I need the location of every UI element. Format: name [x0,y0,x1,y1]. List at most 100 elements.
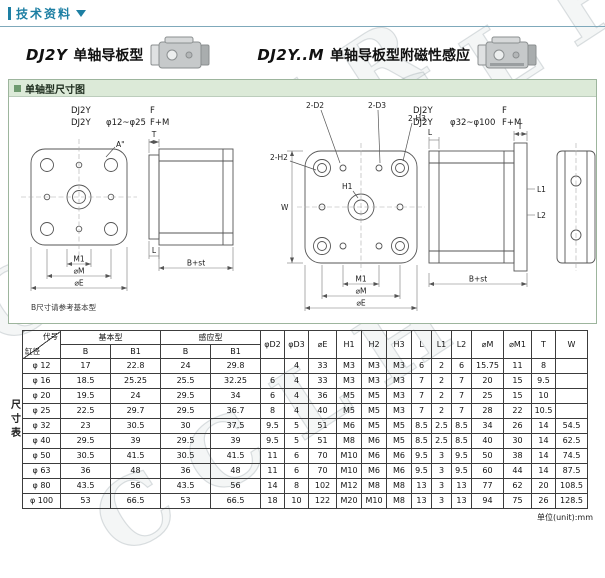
dim-value: 25.5 [160,373,211,389]
dim-value: 11 [503,358,532,374]
dim-value: M10 [361,493,387,509]
dim-value: M5 [361,418,387,434]
label-h1: H1 [342,182,353,191]
green-square-icon [14,84,21,92]
dim-value: 29.8 [210,358,261,374]
label-m1: M1 [73,255,84,264]
dim-value: M20 [336,493,362,509]
column-header: H1 [336,330,362,359]
dim-value: 7 [411,373,432,389]
dim-value: 17 [60,358,111,374]
dim-value: 9.5 [411,463,432,479]
dim-value [555,388,588,404]
dim-value: 38 [503,448,532,464]
bore-label: φ 63 [22,463,61,479]
dim-value: 6 [260,388,285,404]
right-variant-model2: DJ2Y [413,118,433,128]
dim-value: 48 [210,463,261,479]
dim-value: M3 [336,373,362,389]
dim-value: M6 [386,463,412,479]
dim-value: 29.5 [160,433,211,449]
label-dia-m: ⌀M [356,287,367,296]
dim-value: M3 [361,358,387,374]
dim-value: 6 [260,373,285,389]
column-header: L1 [431,330,452,359]
product-image-magnetic [477,36,537,69]
dim-value: 37.5 [210,418,261,434]
group-basic-header: 基本型 [60,330,161,345]
dim-value: M3 [336,358,362,374]
unit-note: 单位(unit):mm [536,513,593,522]
dim-value: 22.5 [60,403,111,419]
column-header: ⌀M [471,330,504,359]
dim-value: 3 [431,478,452,494]
dim-value: 14 [531,433,556,449]
dim-value: 75 [503,493,532,509]
dim-value: 6 [411,358,432,374]
dim-value: 14 [531,418,556,434]
column-header: H2 [361,330,387,359]
column-header: H3 [386,330,412,359]
column-header: L [411,330,432,359]
dim-value: 70 [308,463,337,479]
dim-value: 122 [308,493,337,509]
dim-value: 62.5 [555,433,588,449]
dim-value: 36 [60,463,111,479]
dim-value: M3 [386,388,412,404]
label-dia-m: ⌀M [74,267,85,276]
corner-header: 代号 缸径 [22,330,61,359]
dim-value: 8.5 [411,418,432,434]
dim-value: 9.5 [531,373,556,389]
dim-value: 7 [411,388,432,404]
dim-value: 36 [308,388,337,404]
dim-value: 53 [60,493,111,509]
dim-value: 22 [503,403,532,419]
dim-value: 40 [471,433,504,449]
label-m1: M1 [355,275,366,284]
label-2-h2: 2-H2 [270,153,288,162]
dim-value: 54.5 [555,418,588,434]
dim-value: 108.5 [555,478,588,494]
dim-value: 13 [451,478,472,494]
label-dia-e: ⌀E [356,299,366,308]
left-side-view [148,148,234,246]
header-row-2: B B1 B B1 [23,344,588,359]
label-2-d2: 2-D2 [306,101,324,110]
dim-value: 41.5 [210,448,261,464]
left-variant-model1: DJ2Y [71,106,91,116]
dim-value: 9.5 [451,448,472,464]
group-sensor-header: 感应型 [160,330,261,345]
dimension-table: 代号 缸径 基本型 感应型 φD2 φD3 ⌀E H1 H2 H3 L L1 L… [22,330,588,509]
dim-value: 18.5 [60,373,111,389]
dim-value [555,403,588,419]
dim-value: 8 [260,403,285,419]
dim-value: 48 [110,463,161,479]
dim-value: 33 [308,358,337,374]
dim-value: 8.5 [451,418,472,434]
dim-value: 8 [284,478,309,494]
dimension-drawing: DJ2Y DJ2Y φ12~φ25 F F+M DJ2Y DJ2Y φ32~φ1… [21,101,596,312]
dim-value [260,358,285,374]
dim-value: M6 [386,448,412,464]
dim-value: 6 [284,463,309,479]
dim-value: 13 [411,493,432,509]
dim-value: 11 [260,463,285,479]
section-magnetic: DJ2Y..M 单轴导板型附磁性感应 [257,35,538,75]
left-variant-range: φ12~φ25 [106,118,146,128]
bore-label: φ 32 [22,418,61,434]
dim-value: 22.8 [110,358,161,374]
page-title: 技术资料 [16,7,73,21]
dim-value: 24 [110,388,161,404]
dim-value: 9.5 [260,433,285,449]
dim-value: 5 [284,433,309,449]
panel-title-bar: 单轴型尺寸图 [9,80,596,97]
left-variant-opt2: F+M [150,118,169,128]
dim-value [555,358,588,374]
dim-value: 51 [308,418,337,434]
dim-value: 94 [471,493,504,509]
